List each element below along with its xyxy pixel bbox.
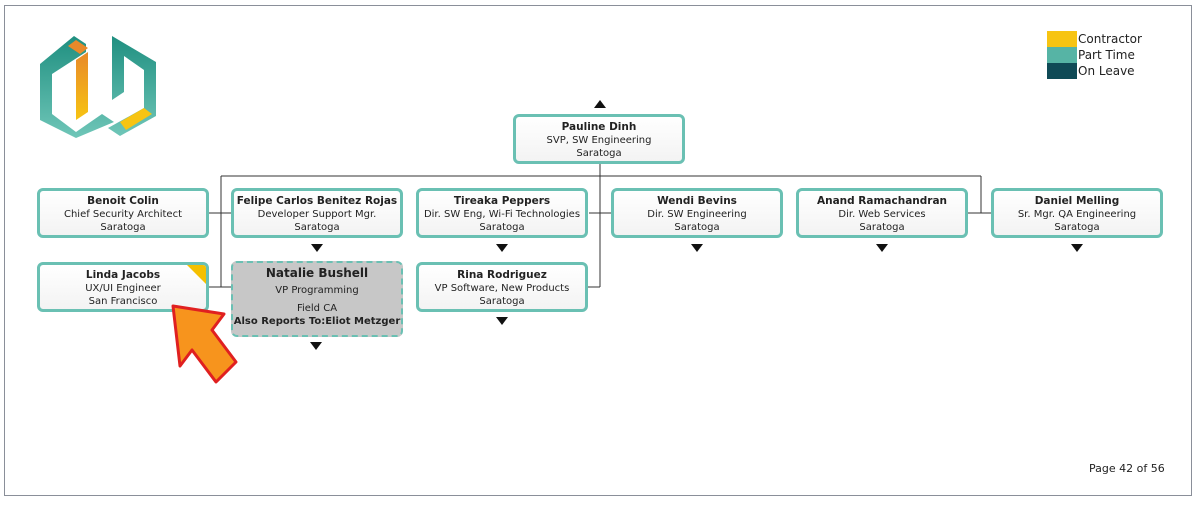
node-name: Daniel Melling <box>1034 195 1120 207</box>
node-title: UX/UI Engineer <box>85 283 161 294</box>
node-title: VP Programming <box>275 285 359 296</box>
org-node-pauline-dinh[interactable]: Pauline Dinh SVP, SW Engineering Saratog… <box>513 114 685 164</box>
company-logo <box>40 36 156 138</box>
expand-up-arrow-icon[interactable] <box>594 100 606 108</box>
node-title: Dir. SW Engineering <box>647 209 747 220</box>
node-also-reports-to: Also Reports To:Eliot Metzger <box>233 316 401 327</box>
node-location: Saratoga <box>674 222 720 233</box>
contractor-corner-flag <box>187 265 206 284</box>
expand-down-arrow-icon[interactable] <box>876 244 888 252</box>
expand-down-arrow-icon[interactable] <box>310 342 322 350</box>
node-name: Pauline Dinh <box>561 121 637 133</box>
org-node-benoit-colin[interactable]: Benoit Colin Chief Security Architect Sa… <box>37 188 209 238</box>
node-name: Benoit Colin <box>87 195 159 207</box>
org-node-anand-ramachandran[interactable]: Anand Ramachandran Dir. Web Services Sar… <box>796 188 968 238</box>
org-node-rina-rodriguez[interactable]: Rina Rodriguez VP Software, New Products… <box>416 262 588 312</box>
legend-label: Part Time <box>1078 48 1135 62</box>
legend-swatch-part-time <box>1047 47 1077 63</box>
org-node-wendi-bevins[interactable]: Wendi Bevins Dir. SW Engineering Saratog… <box>611 188 783 238</box>
expand-down-arrow-icon[interactable] <box>1071 244 1083 252</box>
node-location: Saratoga <box>479 296 525 307</box>
expand-down-arrow-icon[interactable] <box>496 244 508 252</box>
node-name: Linda Jacobs <box>85 269 161 281</box>
legend-label: On Leave <box>1078 64 1135 78</box>
node-location: Saratoga <box>294 222 340 233</box>
node-location: San Francisco <box>88 296 158 307</box>
node-name: Rina Rodriguez <box>457 269 547 281</box>
node-location: Field CA <box>296 303 338 314</box>
node-title: Sr. Mgr. QA Engineering <box>1017 209 1137 220</box>
org-node-felipe-carlos-benitez-rojas[interactable]: Felipe Carlos Benitez Rojas Developer Su… <box>231 188 403 238</box>
org-node-daniel-melling[interactable]: Daniel Melling Sr. Mgr. QA Engineering S… <box>991 188 1163 238</box>
node-location: Saratoga <box>576 148 622 159</box>
node-location: Saratoga <box>479 222 525 233</box>
node-title: Dir. SW Eng, Wi-Fi Technologies <box>423 209 581 220</box>
expand-down-arrow-icon[interactable] <box>311 244 323 252</box>
node-name: Natalie Bushell <box>265 266 369 280</box>
node-title: SVP, SW Engineering <box>546 135 652 146</box>
node-name: Wendi Bevins <box>657 195 737 207</box>
node-title: Developer Support Mgr. <box>257 209 377 220</box>
node-name: Felipe Carlos Benitez Rojas <box>236 195 398 207</box>
org-node-linda-jacobs[interactable]: Linda Jacobs UX/UI Engineer San Francisc… <box>37 262 209 312</box>
node-location: Saratoga <box>859 222 905 233</box>
expand-down-arrow-icon[interactable] <box>691 244 703 252</box>
legend-swatch-on-leave <box>1047 63 1077 79</box>
node-title: VP Software, New Products <box>434 283 570 294</box>
node-title: Chief Security Architect <box>63 209 183 220</box>
node-location: Saratoga <box>1054 222 1100 233</box>
org-node-natalie-bushell[interactable]: Natalie Bushell VP Programming Field CA … <box>231 261 403 337</box>
org-node-tireaka-peppers[interactable]: Tireaka Peppers Dir. SW Eng, Wi-Fi Techn… <box>416 188 588 238</box>
expand-down-arrow-icon[interactable] <box>496 317 508 325</box>
node-location: Saratoga <box>100 222 146 233</box>
page-frame <box>4 5 1192 496</box>
callout-arrow-icon <box>171 304 238 384</box>
node-name: Anand Ramachandran <box>816 195 948 207</box>
node-title: Dir. Web Services <box>838 209 926 220</box>
legend-label: Contractor <box>1078 32 1142 46</box>
legend-swatch-contractor <box>1047 31 1077 47</box>
page-number: Page 42 of 56 <box>1089 462 1165 475</box>
node-name: Tireaka Peppers <box>453 195 551 207</box>
